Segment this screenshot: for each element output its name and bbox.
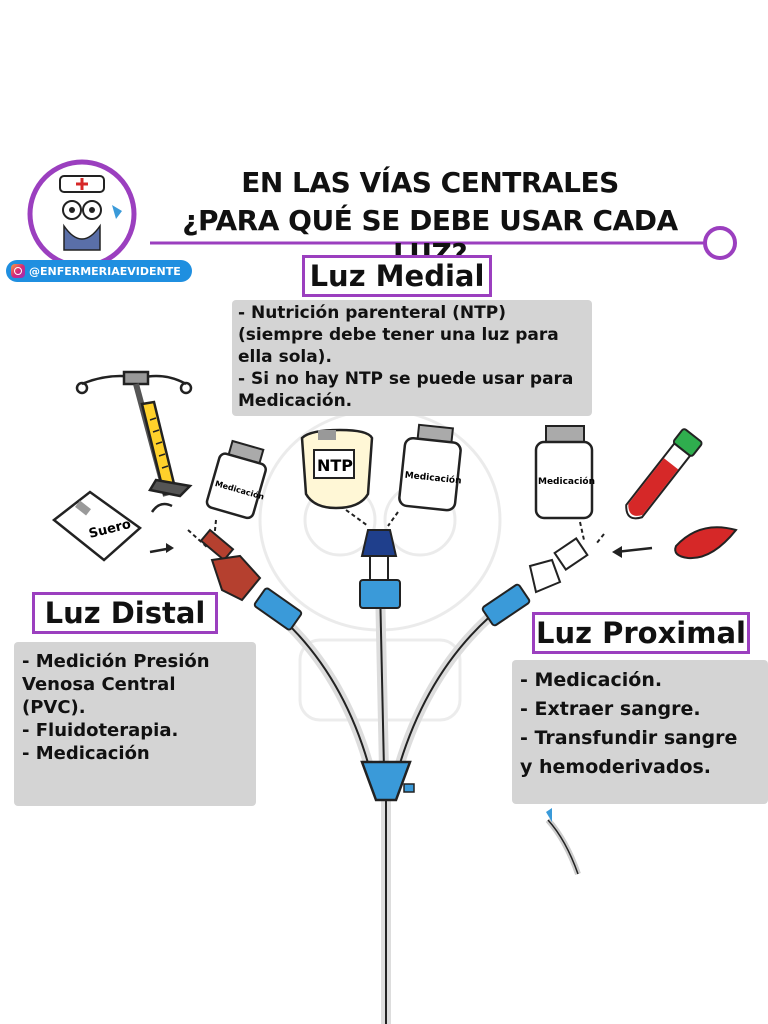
luz-distal-line: Venosa Central [22,674,176,695]
medial-hub [359,529,401,609]
ntp-label: NTP [317,456,353,475]
luz-medial-line: - Nutrición parenteral (NTP) [238,303,506,323]
luz-medial-title: Luz Medial [302,255,492,297]
iv-pole [75,370,193,513]
luz-distal-info: - Medición Presión Venosa Central (PVC).… [14,642,256,806]
blood-drop [674,526,738,560]
luz-proximal-line: - Medicación. [520,669,663,691]
medication-right-label: Medicación [538,476,595,487]
blood-tube [625,428,703,520]
luz-distal-line: - Fluidoterapia. [22,720,179,741]
medication-vial-right: Medicación [534,425,595,520]
proximal-hub [481,537,589,627]
social-handle-badge[interactable]: @ENFERMERIAEVIDENTE [6,260,192,282]
luz-medial-line: (siempre debe tener una luz para [238,325,559,345]
luz-proximal-line: y hemoderivados. [520,756,712,778]
suero-bag: Suero [51,490,142,562]
guidewire [545,817,581,875]
catheter-junction [360,760,412,802]
distal-hub [199,528,303,631]
medication-vial-center: Medicación [398,423,462,512]
luz-distal-line: (PVC). [22,697,86,718]
instagram-icon [11,264,25,278]
luz-medial-line: ella sola). [238,347,332,367]
page-title-line1: EN LAS VÍAS CENTRALES [241,166,619,199]
luz-proximal-title: Luz Proximal [532,612,750,654]
luz-proximal-line: - Extraer sangre. [520,698,701,720]
catheter-lines [254,585,514,1024]
social-handle-text: @ENFERMERIAEVIDENTE [29,264,181,278]
medication-vial-left: Medicación [205,439,267,520]
luz-medial-line: Medicación. [238,391,353,411]
luz-distal-line: - Medicación [22,743,150,764]
luz-medial-line: - Si no hay NTP se puede usar para [238,369,574,389]
luz-medial-info: - Nutrición parenteral (NTP) (siempre de… [232,300,592,416]
luz-proximal-info: - Medicación. - Extraer sangre. - Transf… [512,660,768,804]
title-underline-end-circle [703,226,737,260]
luz-distal-title: Luz Distal [32,592,218,634]
logo-avatar [27,159,137,269]
ntp-bag: NTP [300,428,374,510]
luz-distal-line: - Medición Presión [22,651,210,672]
luz-proximal-line: - Transfundir sangre [520,727,738,749]
